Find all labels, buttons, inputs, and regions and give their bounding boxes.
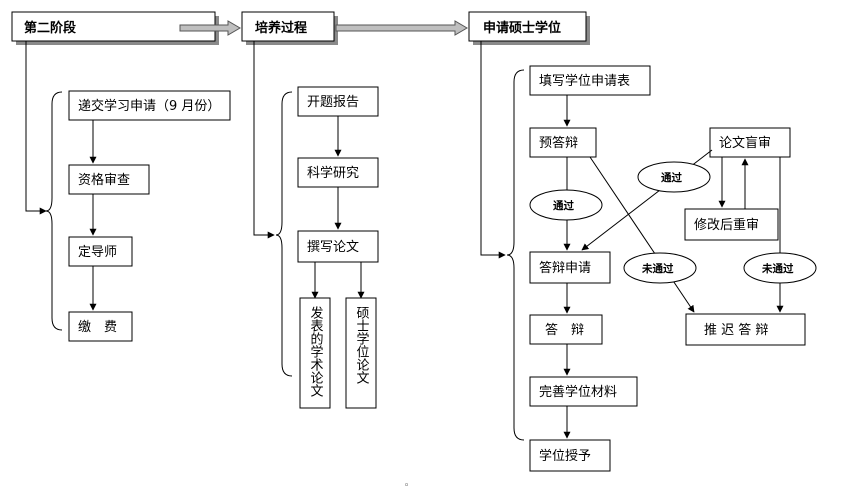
step-revise-resubmit-label: 修改后重审 bbox=[694, 217, 759, 233]
decision-pass-pre-defense-label: 通过 bbox=[553, 199, 574, 212]
decision-fail-blind-review-label: 未通过 bbox=[761, 262, 794, 275]
stage2-connector bbox=[253, 41, 275, 239]
bottom-mark: ◦ bbox=[404, 481, 409, 489]
step-blind-review: 论文盲审 bbox=[709, 127, 791, 158]
step-research-label: 科学研究 bbox=[307, 165, 359, 181]
step-write-thesis-label: 撰写论文 bbox=[307, 240, 359, 255]
step-pre-defense-label: 预答辩 bbox=[539, 135, 578, 151]
step-fill-application-form-label: 填写学位申请表 bbox=[539, 73, 630, 89]
step-submit-application: 递交学习申请（9 月份） bbox=[68, 90, 231, 121]
step-write-thesis: 撰写论文 bbox=[297, 230, 379, 263]
step-blind-review-label: 论文盲审 bbox=[719, 135, 771, 151]
decision-fail-pre-defense: 未通过 bbox=[623, 252, 697, 284]
decision-fail-blind-review: 未通过 bbox=[743, 252, 817, 284]
step-assign-advisor: 定导师 bbox=[68, 236, 133, 267]
step-defense-application-label: 答辩申请 bbox=[539, 260, 591, 276]
stage-header-3-label: 申请硕士学位 bbox=[483, 20, 561, 36]
decision-fail-pre-defense-label: 未通过 bbox=[641, 262, 674, 275]
decision-pass-pre-defense: 通过 bbox=[529, 189, 603, 221]
step-master-thesis-label: 硕士学位论文 bbox=[354, 306, 370, 384]
step-defense: 答 辩 bbox=[529, 314, 603, 345]
step-defense-label: 答 辩 bbox=[545, 322, 584, 338]
stage-header-2: 培养过程 bbox=[241, 11, 338, 45]
decision-pass-blind-review-label: 通过 bbox=[661, 171, 682, 184]
step-complete-materials-label: 完善学位材料 bbox=[539, 384, 617, 400]
step-submit-application-label: 递交学习申请（9 月份） bbox=[78, 98, 220, 114]
step-postpone-defense-label: 推 迟 答 辩 bbox=[704, 322, 768, 338]
stage3-brace bbox=[506, 69, 525, 441]
stage3-connector bbox=[480, 41, 506, 259]
step-master-thesis: 硕士学位论文 bbox=[345, 297, 377, 409]
step-published-papers-label: 发表的学术论文 bbox=[308, 305, 324, 397]
step-qualification-review: 资格审查 bbox=[68, 164, 150, 195]
step-proposal-label: 开题报告 bbox=[307, 95, 359, 110]
stage-header-2-label: 培养过程 bbox=[255, 20, 307, 36]
decision-pass-blind-review: 通过 bbox=[637, 161, 711, 193]
stage-header-3: 申请硕士学位 bbox=[468, 11, 590, 45]
step-pay-fee: 缴 费 bbox=[68, 311, 133, 342]
step-degree-award: 学位授予 bbox=[529, 439, 611, 472]
step-assign-advisor-label: 定导师 bbox=[78, 245, 117, 260]
step-research: 科学研究 bbox=[297, 157, 379, 188]
step-fill-application-form: 填写学位申请表 bbox=[529, 65, 651, 96]
stage1-connector bbox=[25, 41, 47, 215]
step-qualification-review-label: 资格审查 bbox=[78, 172, 130, 188]
step-proposal: 开题报告 bbox=[297, 86, 379, 117]
stage2-brace bbox=[275, 91, 293, 377]
stage-arrow-1 bbox=[179, 20, 241, 36]
stage-arrow-2 bbox=[335, 20, 468, 36]
stage-header-1-label: 第二阶段 bbox=[24, 20, 76, 36]
step-postpone-defense: 推 迟 答 辩 bbox=[685, 313, 806, 346]
step-pay-fee-label: 缴 费 bbox=[78, 320, 117, 335]
step-degree-award-label: 学位授予 bbox=[539, 448, 591, 464]
step-pre-defense: 预答辩 bbox=[529, 127, 597, 158]
stage1-brace bbox=[45, 91, 63, 331]
step-complete-materials: 完善学位材料 bbox=[529, 376, 638, 407]
arrow-predefense-fail-postpone bbox=[589, 156, 695, 313]
step-revise-resubmit: 修改后重审 bbox=[684, 208, 779, 241]
step-defense-application: 答辩申请 bbox=[529, 251, 611, 284]
step-published-papers: 发表的学术论文 bbox=[299, 297, 331, 409]
